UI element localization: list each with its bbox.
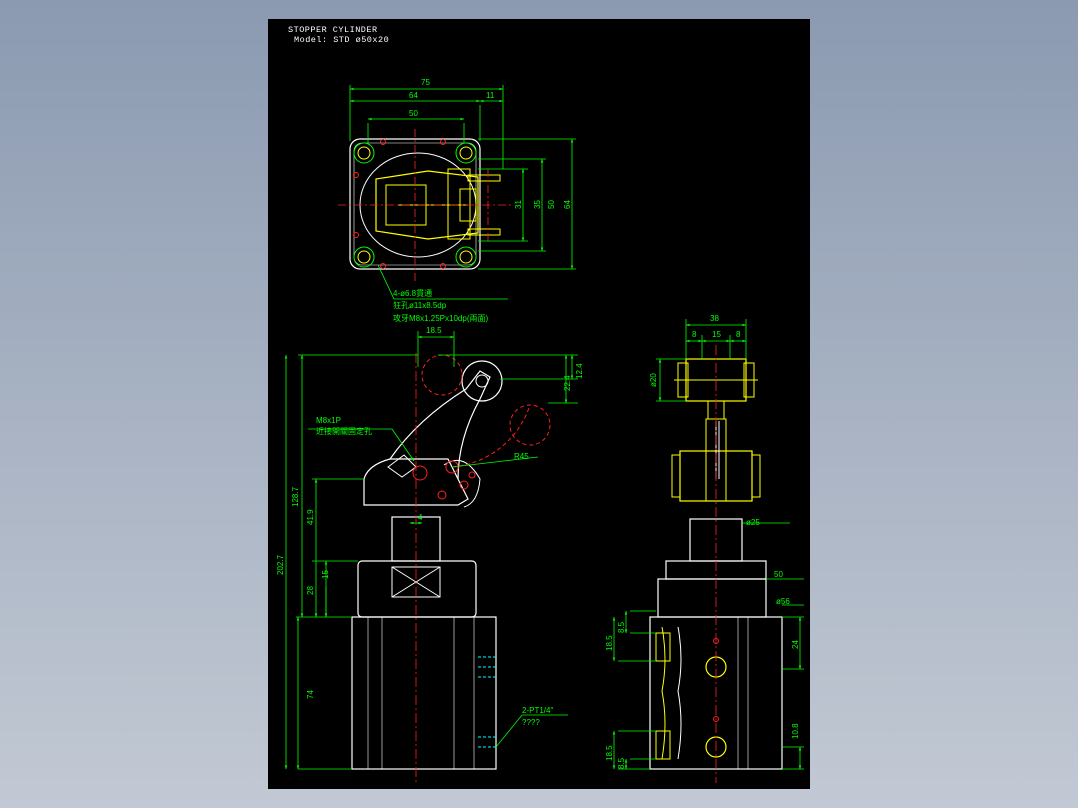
dim-11: 11 [486, 91, 495, 100]
side-view-dim-labels: 38 8 15 8 ø20 ø25 50 ø56 18.5 8.5 24 18.… [605, 314, 800, 769]
dim-38: 38 [710, 314, 719, 323]
dim-phi56: ø56 [776, 597, 790, 606]
dim-18-5-bottom: 18.5 [605, 745, 614, 761]
dim-24: 24 [791, 640, 800, 649]
side-flange [657, 578, 767, 618]
note-port-1: 2-PT1/4" [522, 706, 553, 715]
dim-18-5-top: 18.5 [605, 635, 614, 651]
dim-41-9: 41.9 [306, 509, 315, 525]
dim-75: 75 [421, 78, 430, 87]
front-view-dimensions [284, 331, 578, 770]
front-lever [389, 370, 491, 480]
side-view-dimensions [612, 319, 804, 770]
dim-15: 15 [321, 570, 330, 579]
front-view-dim-labels: 18.5 12.4 22.4 202.7 128.7 41.9 28 15 74… [276, 326, 584, 727]
dim-28: 28 [306, 586, 315, 595]
dim-35: 35 [533, 200, 542, 209]
dim-r45: R45 [514, 452, 529, 461]
dim-8-5-bottom: 8.5 [617, 757, 626, 769]
front-head [363, 458, 469, 506]
dim-74: 74 [306, 690, 315, 699]
hidden-ports [478, 656, 496, 748]
dim-31: 31 [514, 200, 523, 209]
dim-64: 64 [409, 91, 418, 100]
dim-8-right: 8 [736, 330, 741, 339]
dim-8-5-top: 8.5 [617, 621, 626, 633]
dim-64-vertical: 64 [563, 200, 572, 209]
drawing-title: STOPPER CYLINDER [288, 25, 378, 35]
dim-phi25: ø25 [746, 518, 760, 527]
dim-8-left: 8 [692, 330, 697, 339]
dim-50: 50 [409, 109, 418, 118]
note-m8-1: M8x1P [316, 416, 341, 425]
front-roller [461, 360, 503, 402]
dim-4: 4 [418, 513, 423, 522]
dim-128-7: 128.7 [291, 486, 300, 507]
top-view-lever [375, 170, 479, 240]
dim-18-5: 18.5 [426, 326, 442, 335]
note-port-2: ???? [522, 718, 540, 727]
top-view-dim-labels: 75 64 11 50 31 35 50 64 4-ø6.8貫通 狂孔ø11x8… [393, 78, 572, 323]
dim-50-vertical: 50 [547, 200, 556, 209]
drawing-sheet: STOPPER CYLINDER Model: STD ø50x20 [268, 19, 810, 789]
note-holes-3: 攻牙M8x1.25Px10dp(兩面) [393, 313, 488, 323]
cad-drawing: 75 64 11 50 31 35 50 64 4-ø6.8貫通 狂孔ø11x8… [276, 78, 804, 783]
dim-15-side: 15 [712, 330, 721, 339]
top-view-dimensions [349, 85, 576, 300]
dim-50-side: 50 [774, 570, 783, 579]
dim-22-4: 22.4 [563, 375, 572, 391]
front-cap [357, 560, 477, 618]
note-m8-2: 近接開關固定孔 [316, 426, 372, 436]
dim-202-7: 202.7 [276, 554, 285, 575]
note-holes-2: 狂孔ø11x8.5dp [393, 300, 447, 310]
top-view [338, 129, 513, 281]
dim-12-4: 12.4 [575, 363, 584, 379]
drawing-model: Model: STD ø50x20 [294, 35, 390, 45]
side-view [649, 345, 783, 783]
dim-10-8: 10.8 [791, 723, 800, 739]
corner-bolt-holes [353, 142, 477, 268]
note-holes-1: 4-ø6.8貫通 [393, 288, 432, 298]
front-view [351, 353, 551, 783]
dim-phi20: ø20 [649, 373, 658, 387]
front-cylinder-body [351, 616, 497, 770]
